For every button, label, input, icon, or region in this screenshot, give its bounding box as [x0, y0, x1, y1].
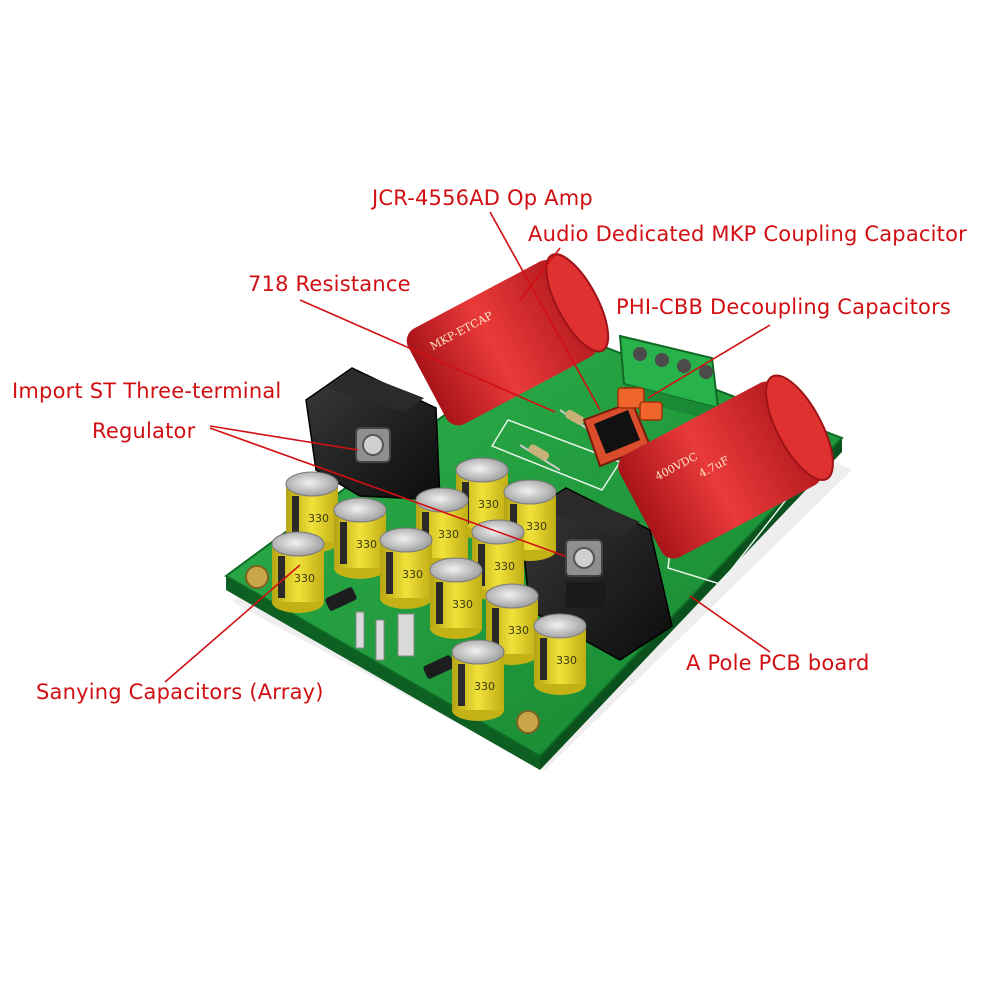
electrolytic-capacitor: 330	[533, 613, 587, 695]
electrolytic-capacitor: 330	[271, 531, 325, 613]
leader-pcb	[689, 595, 771, 653]
electrolytic-print: 330	[494, 560, 515, 573]
electrolytic-print: 330	[308, 512, 329, 525]
decoupling-capacitor	[639, 401, 663, 421]
decoupling-capacitor	[617, 387, 645, 409]
label-resistance: 718 Resistance	[248, 272, 411, 296]
electrolytic-print: 330	[452, 598, 473, 611]
pcb-edge	[226, 576, 540, 770]
electrolytic-print: 330	[402, 568, 423, 581]
electrolytic-print: 330	[478, 498, 499, 511]
label-pcb-board: A Pole PCB board	[686, 651, 870, 675]
label-op-amp: JCR-4556AD Op Amp	[372, 186, 593, 210]
leader-mkp	[519, 247, 561, 301]
label-sanying-caps: Sanying Capacitors (Array)	[36, 680, 324, 704]
diode	[325, 587, 455, 679]
leader-regulator-a	[209, 425, 359, 451]
electrolytic-print: 330	[508, 624, 529, 637]
electrolytic-print: 330	[438, 528, 459, 541]
leader-op-amp	[489, 211, 601, 411]
electrolytic-print: 330	[294, 572, 315, 585]
electrolytic-capacitor: 330	[451, 639, 505, 721]
screw-terminal	[618, 334, 720, 422]
op-amp	[582, 400, 652, 468]
electrolytic-capacitor: 330	[429, 557, 483, 639]
electrolytic-capacitor: 330	[333, 497, 387, 579]
electrolytic-print: 330	[526, 520, 547, 533]
electrolytic-print: 330	[356, 538, 377, 551]
label-mkp-coupling: Audio Dedicated MKP Coupling Capacitor	[528, 222, 967, 246]
electrolytic-print: 330	[474, 680, 495, 693]
mkp-capacitor-front: 400VDC 4.7uF	[618, 374, 834, 559]
heatsink-left	[305, 367, 441, 501]
leader-phi-cbb	[647, 324, 771, 399]
label-regulator-line1: Import ST Three-terminal	[12, 379, 282, 403]
electrolytic-capacitor-array: 330 330 330 330 330 330 330 330 330 330 330 330	[271, 457, 587, 721]
label-phi-cbb: PHI-CBB Decoupling Capacitors	[616, 295, 952, 319]
leader-regulator-b	[209, 427, 566, 557]
leader-resistance	[299, 299, 556, 413]
label-regulator-line2: Regulator	[92, 419, 196, 443]
mkp-capacitor-rear: MKP-ETCAP	[406, 253, 610, 426]
connector-pins	[355, 611, 471, 707]
electrolytic-capacitor: 330	[379, 527, 433, 609]
electrolytic-print: 330	[556, 654, 577, 667]
leader-sanying	[164, 564, 301, 683]
